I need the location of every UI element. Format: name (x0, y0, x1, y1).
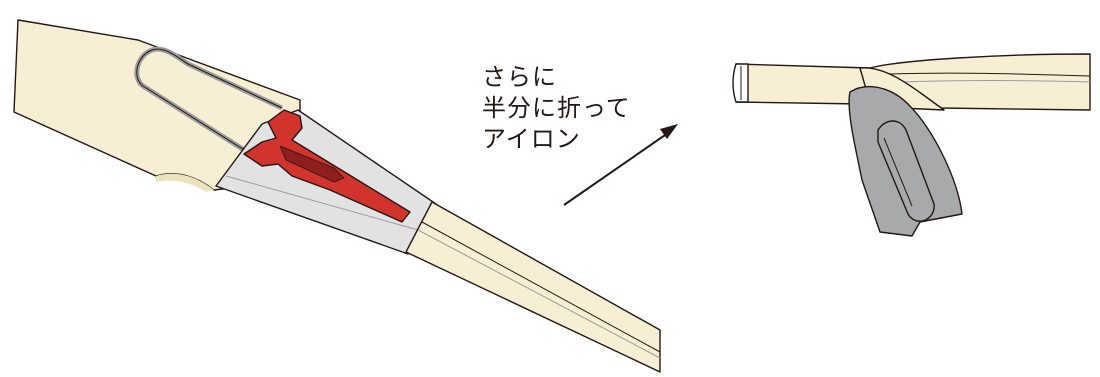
folded-tape-narrow (405, 201, 661, 373)
bias-tape-maker-scene (13, 19, 661, 373)
tool-red-slot (279, 145, 345, 183)
ironing-scene (732, 53, 1091, 237)
direction-arrow (563, 124, 678, 206)
instruction-caption: さらに 半分に折って アイロン (482, 62, 631, 155)
fabric-strip-fold-shadow (156, 173, 214, 192)
arrow-shaft (563, 132, 669, 206)
arrow-head-icon (660, 124, 678, 139)
caption-line-1: さらに (482, 63, 557, 91)
caption-line-3: アイロン (482, 125, 581, 153)
iron-handle-icon (877, 120, 935, 222)
caption-line-2: 半分に折って (482, 94, 631, 122)
